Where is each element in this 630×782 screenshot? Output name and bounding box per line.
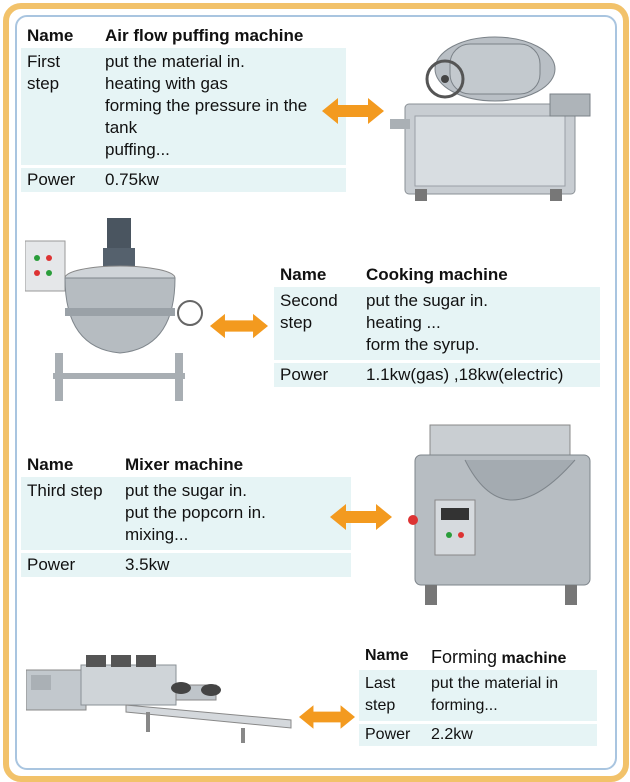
name-label: Name	[365, 647, 409, 664]
cooking-kettle-image	[25, 218, 203, 401]
mixer-machine-image	[408, 424, 591, 605]
power-value: 1.1kw(gas) ,18kw(electric)	[360, 361, 600, 387]
step-description: put the material in. heating with gas fo…	[99, 48, 346, 168]
spec-table-cooking: Name Cooking machine Second step put the…	[274, 263, 600, 387]
double-arrow-icon	[330, 504, 392, 530]
power-label: Power	[21, 166, 99, 192]
power-value: 3.5kw	[119, 551, 351, 577]
puffing-machine-image	[390, 36, 591, 201]
machine-title-part2: machine	[501, 650, 567, 667]
machine-title: Air flow puffing machine	[105, 26, 304, 45]
name-label: Name	[27, 26, 74, 45]
step-label: Last step	[359, 670, 425, 724]
machine-title: Forming machine	[425, 645, 597, 670]
double-arrow-icon	[299, 705, 355, 729]
spec-table-mixer: Name Mixer machine Third step put the su…	[21, 453, 351, 577]
step-label: Second step	[274, 287, 360, 363]
name-label: Name	[27, 455, 74, 474]
step-label: Third step	[21, 477, 119, 553]
step-description: put the material in forming...	[425, 670, 597, 724]
power-value: 2.2kw	[425, 722, 597, 746]
power-label: Power	[274, 361, 360, 387]
power-label: Power	[21, 551, 119, 577]
step-description: put the sugar in. put the popcorn in. mi…	[119, 477, 351, 553]
double-arrow-icon	[322, 98, 384, 124]
spec-table-puffing: Name Air flow puffing machine First step…	[21, 24, 346, 192]
spec-table-forming: Name Forming machine Last step put the m…	[359, 645, 597, 746]
forming-line-image	[26, 655, 292, 743]
step-description: put the sugar in. heating ... form the s…	[360, 287, 600, 363]
machine-title-part1: Forming	[431, 647, 498, 667]
machine-title: Mixer machine	[125, 455, 244, 474]
double-arrow-icon	[210, 313, 268, 339]
power-label: Power	[359, 722, 425, 746]
name-label: Name	[280, 265, 327, 284]
machine-title: Cooking machine	[366, 265, 508, 284]
step-label: First step	[21, 48, 99, 168]
power-value: 0.75kw	[99, 166, 346, 192]
